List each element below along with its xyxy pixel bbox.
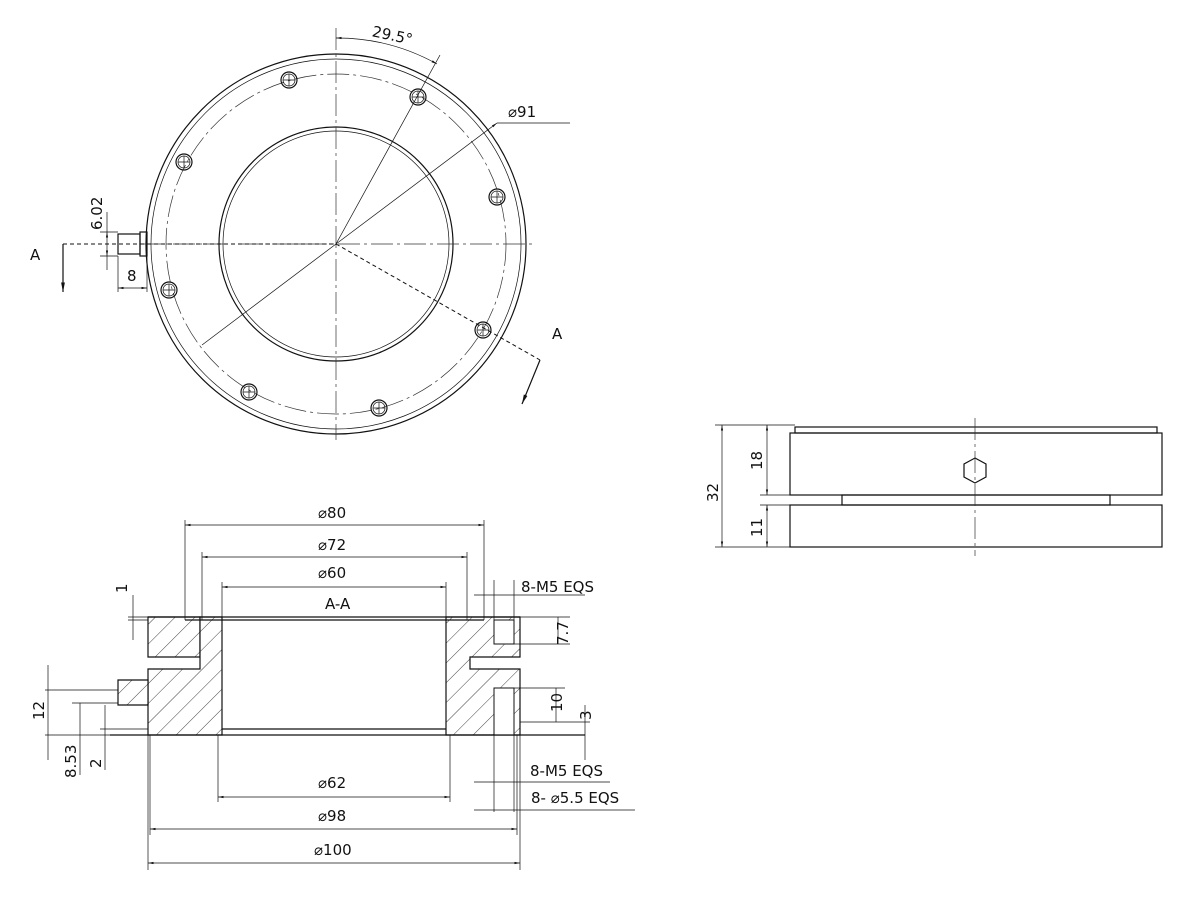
hex-connector-icon: [963, 457, 987, 484]
angle-dimension-arc: [335, 36, 438, 65]
upper-plate: [789, 432, 1163, 496]
connector-length-label: 8: [127, 267, 137, 285]
dia-98-label: ⌀98: [318, 807, 346, 825]
bolt-hole: [175, 153, 193, 171]
angle-ref-line: [335, 54, 441, 245]
section-arrow-right: [521, 359, 541, 405]
top-lip: [794, 426, 1158, 434]
dim-2-lines: [100, 705, 148, 770]
threaded-hole-bottom: [493, 687, 515, 736]
dia-60-label: ⌀60: [318, 564, 346, 582]
lower-plate: [789, 504, 1163, 548]
middle-plate: [841, 494, 1111, 506]
bolt-hole: [240, 383, 258, 401]
upper-height-label: 18: [748, 451, 766, 470]
side-view: 32 18 11: [704, 418, 1163, 556]
height-2-label: 2: [87, 758, 105, 768]
depth-7-7-label: 7.7: [554, 621, 572, 645]
thread-top-leader: [474, 580, 585, 620]
diameter-leader-arrow: [335, 122, 498, 245]
connector-height-extension: [100, 212, 118, 270]
connector-length-extension: [117, 256, 148, 292]
total-height-label: 32: [704, 483, 722, 502]
dim-7-7-lines: [514, 616, 570, 645]
angle-label: 29.5°: [371, 22, 415, 48]
section-connector: [117, 679, 149, 706]
dia-80-label: ⌀80: [318, 504, 346, 522]
through-holes-label: 8- ⌀5.5 EQS: [531, 789, 619, 807]
dia-62-label: ⌀62: [318, 774, 346, 792]
thread-top-label: 8-M5 EQS: [521, 578, 594, 596]
step-1-label: 1: [113, 583, 131, 593]
side-extension-lines: [715, 424, 795, 548]
bolt-hole: [488, 188, 506, 206]
section-marker-left: A: [30, 246, 41, 264]
section-marker-right: A: [552, 325, 563, 343]
thread-bottom-label: 8-M5 EQS: [530, 762, 603, 780]
depth-10-label: 10: [548, 693, 566, 712]
threaded-hole-top: [493, 619, 515, 645]
dim-10-lines: [514, 687, 590, 723]
section-cut-line: [63, 243, 541, 361]
dim-1-lines: [128, 595, 148, 640]
dim-12-lines: [45, 665, 118, 760]
bolt-holes: [160, 71, 506, 417]
hatch-upper-left: [147, 616, 201, 658]
height-8-53-label: 8.53: [62, 745, 80, 778]
section-view: A-A ⌀80 ⌀72 ⌀60 ⌀62 ⌀98 ⌀100 1 12 8.53 2…: [30, 504, 635, 870]
height-12-label: 12: [30, 701, 48, 720]
depth-3-label: 3: [577, 710, 595, 720]
bottom-extension-lines: [147, 735, 521, 870]
section-title: A-A: [325, 595, 351, 613]
dia-100-label: ⌀100: [314, 841, 352, 859]
dia-72-label: ⌀72: [318, 536, 346, 554]
bolt-hole: [160, 281, 178, 299]
diameter-leader-line: [201, 243, 337, 346]
bolt-hole: [280, 71, 298, 89]
dim-8-53-lines: [72, 702, 118, 775]
bolt-hole: [409, 88, 427, 106]
thread-bottom-leader: [474, 735, 610, 812]
bolt-hole: [474, 321, 492, 339]
lower-height-label: 11: [748, 518, 766, 537]
bolt-circle-label: ⌀91: [508, 103, 536, 121]
bolt-hole: [370, 399, 388, 417]
connector-height-label: 6.02: [88, 197, 106, 230]
top-view: ⌀91 29.5° A A 6.02 8: [30, 22, 570, 440]
top-extension-lines: [184, 520, 485, 620]
